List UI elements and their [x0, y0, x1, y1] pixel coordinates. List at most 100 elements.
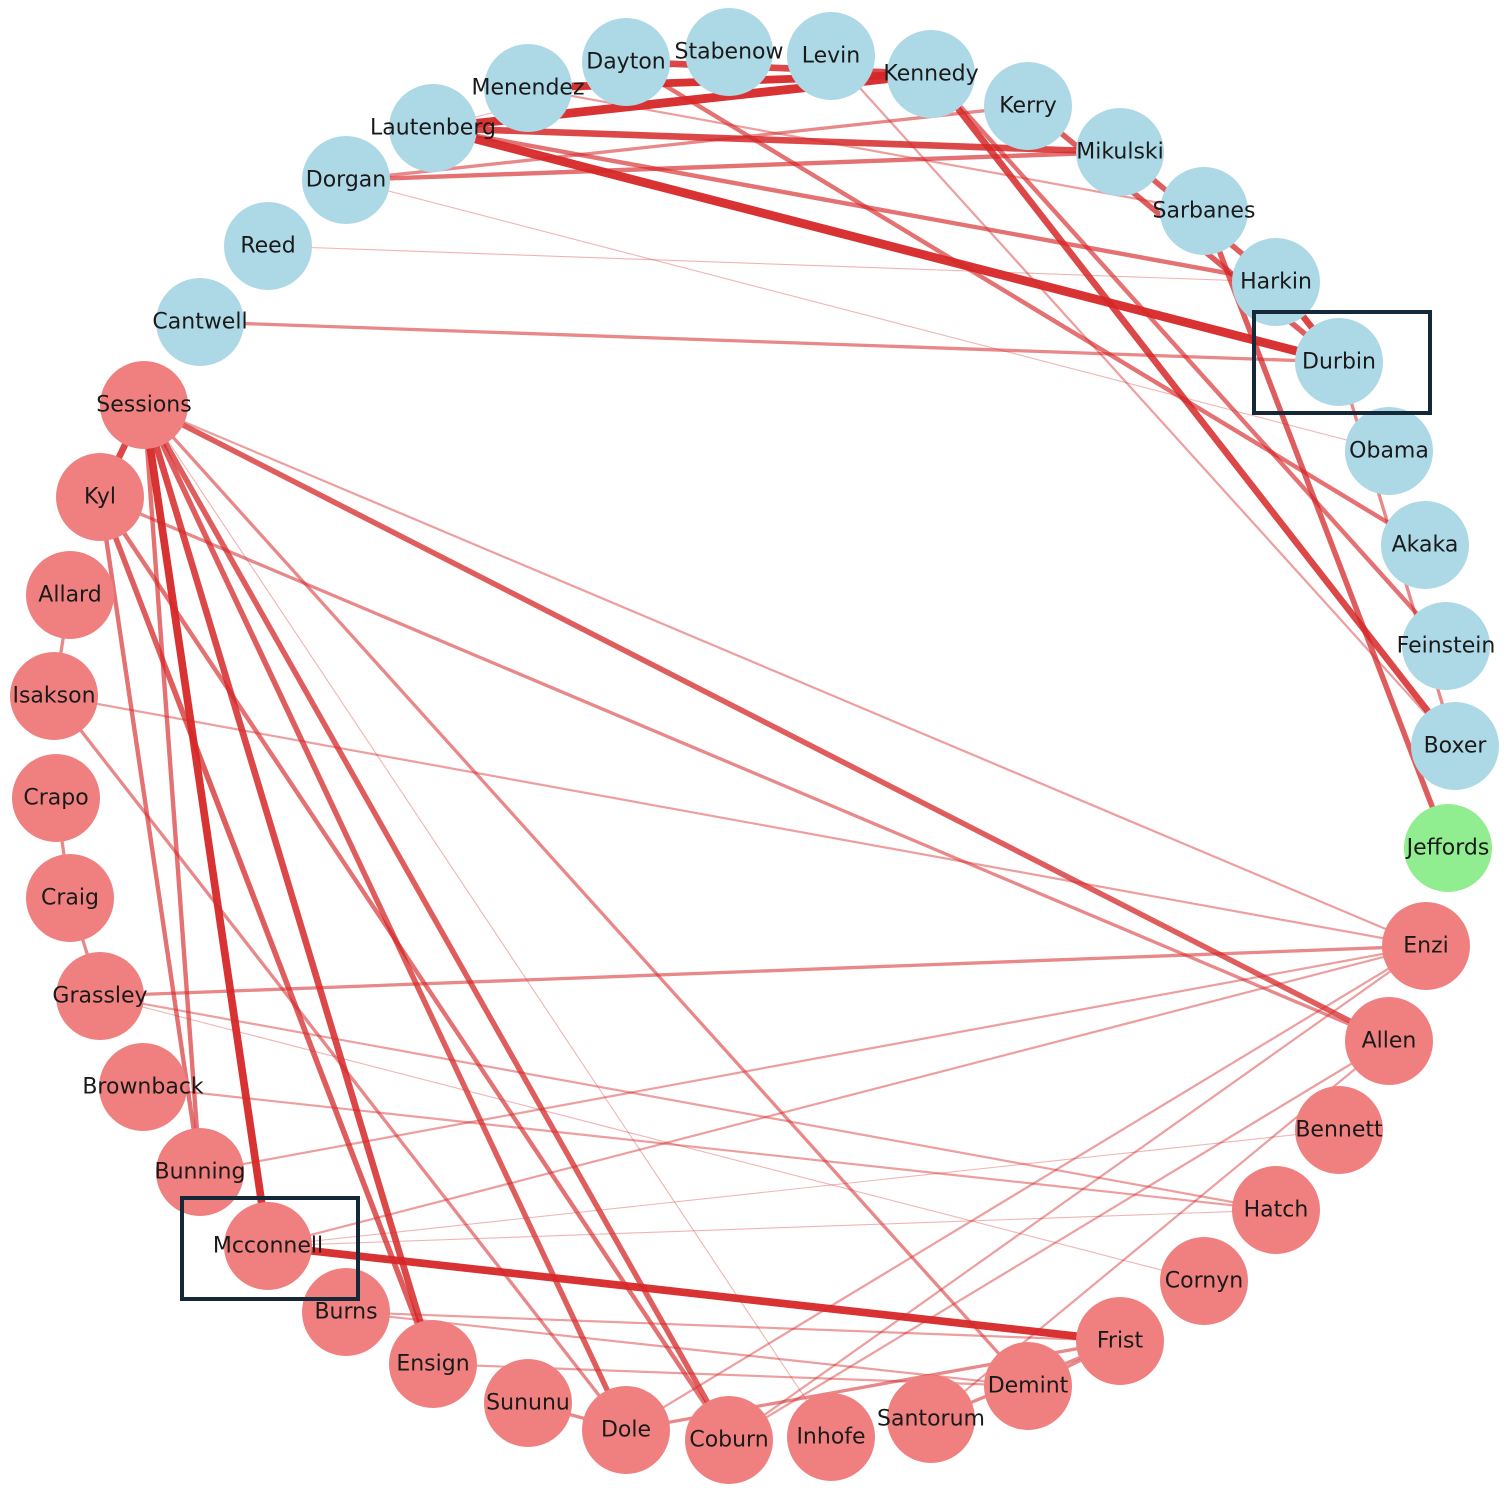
node-lautenberg[interactable]: Lautenberg: [370, 84, 496, 172]
edge-lautenberg-mikulski: [432, 124, 1121, 156]
node-jeffords[interactable]: Jeffords: [1404, 804, 1492, 892]
edge-sessions-coburn: [141, 403, 732, 1442]
node-label: Ensign: [396, 1352, 469, 1377]
edge-cornyn-grassley: [99, 995, 1205, 1282]
node-reed[interactable]: Reed: [224, 202, 312, 290]
node-dorgan[interactable]: Dorgan: [302, 136, 390, 224]
edge-sarbanes-jeffords: [1201, 210, 1451, 849]
node-mikulski[interactable]: Mikulski: [1076, 108, 1164, 196]
node-circle: [1076, 108, 1164, 196]
edge-sessions-bunning: [141, 404, 203, 1173]
node-demint[interactable]: Demint: [984, 1342, 1072, 1430]
edge-sessions-mcconnell: [140, 404, 272, 1247]
highlight-box-mcconnell: [180, 1196, 360, 1301]
node-santorum[interactable]: Santorum: [877, 1375, 985, 1463]
node-circle: [685, 1396, 773, 1484]
edge-dayton-kennedy: [625, 58, 932, 78]
node-mcconnell[interactable]: Mcconnell: [213, 1202, 323, 1290]
edge-grassley-enzi: [99, 944, 1427, 998]
edge-grassley-hatch: [99, 994, 1277, 1212]
node-label: Craig: [41, 886, 99, 911]
node-dole[interactable]: Dole: [582, 1386, 670, 1474]
node-coburn[interactable]: Coburn: [685, 1396, 773, 1484]
node-label: Bunning: [155, 1160, 246, 1185]
node-crapo[interactable]: Crapo: [12, 754, 100, 842]
node-label: Durbin: [1302, 350, 1376, 375]
node-ensign[interactable]: Ensign: [389, 1320, 477, 1408]
node-label: Kyl: [84, 485, 116, 510]
node-label: Crapo: [23, 786, 88, 811]
node-circle: [156, 278, 244, 366]
node-kennedy[interactable]: Kennedy: [883, 30, 979, 118]
node-circle: [787, 12, 875, 100]
edge-isakson-dole: [52, 694, 628, 1432]
node-circle: [26, 854, 114, 942]
node-burns[interactable]: Burns: [302, 1268, 390, 1356]
node-label: Mikulski: [1076, 140, 1164, 165]
node-enzi[interactable]: Enzi: [1382, 902, 1470, 990]
node-isakson[interactable]: Isakson: [10, 652, 98, 740]
node-label: Feinstein: [1397, 634, 1496, 659]
node-bennett[interactable]: Bennett: [1295, 1086, 1383, 1174]
node-brownback[interactable]: Brownback: [82, 1043, 204, 1131]
node-label: Levin: [802, 44, 860, 69]
node-circle: [1232, 238, 1320, 326]
edge-brownback-hatch: [142, 1085, 1277, 1212]
node-kerry[interactable]: Kerry: [984, 62, 1072, 150]
edge-mcconnell-enzi: [267, 944, 1427, 1248]
node-circle: [1232, 1166, 1320, 1254]
node-label: Burns: [314, 1300, 377, 1325]
node-grassley[interactable]: Grassley: [52, 952, 148, 1040]
node-boxer[interactable]: Boxer: [1411, 702, 1499, 790]
node-dayton[interactable]: Dayton: [582, 18, 670, 106]
node-label: Enzi: [1403, 934, 1449, 959]
node-label: Cantwell: [152, 310, 247, 335]
node-label: Cornyn: [1165, 1269, 1243, 1294]
node-akaka[interactable]: Akaka: [1381, 501, 1469, 589]
node-frist[interactable]: Frist: [1076, 1297, 1164, 1385]
edge-reed-harkin: [267, 245, 1277, 283]
node-label: Boxer: [1424, 734, 1488, 759]
node-cantwell[interactable]: Cantwell: [152, 278, 248, 366]
node-label: Stabenow: [675, 40, 784, 65]
edge-dorgan-kerry: [345, 104, 1029, 182]
edge-kyl-ensign: [97, 496, 436, 1365]
node-bunning[interactable]: Bunning: [155, 1128, 246, 1216]
node-menendez[interactable]: Menendez: [472, 44, 585, 132]
node-sessions[interactable]: Sessions: [96, 361, 192, 449]
node-allen[interactable]: Allen: [1345, 997, 1433, 1085]
edge-cantwell-durbin: [199, 320, 1340, 364]
highlight-box-durbin: [1252, 310, 1432, 415]
node-hatch[interactable]: Hatch: [1232, 1166, 1320, 1254]
node-craig[interactable]: Craig: [26, 854, 114, 942]
node-durbin[interactable]: Durbin: [1295, 318, 1383, 406]
node-feinstein[interactable]: Feinstein: [1397, 602, 1496, 690]
node-circle: [224, 1202, 312, 1290]
edge-lautenberg-durbin: [431, 123, 1341, 367]
node-circle: [582, 18, 670, 106]
node-levin[interactable]: Levin: [787, 12, 875, 100]
edge-stabenow-lautenberg: [432, 51, 730, 129]
node-kyl[interactable]: Kyl: [56, 453, 144, 541]
node-circle: [12, 754, 100, 842]
edge-sessions-enzi: [143, 403, 1427, 948]
node-label: Dorgan: [306, 168, 386, 193]
node-sununu[interactable]: Sununu: [484, 1359, 572, 1447]
edge-dayton-akaka: [624, 60, 1427, 547]
node-stabenow[interactable]: Stabenow: [675, 8, 784, 96]
node-label: Harkin: [1240, 270, 1312, 295]
node-label: Bennett: [1295, 1118, 1383, 1143]
node-inhofe[interactable]: Inhofe: [787, 1393, 875, 1481]
node-obama[interactable]: Obama: [1345, 407, 1433, 495]
node-label: Hatch: [1244, 1198, 1309, 1223]
node-circle: [1382, 902, 1470, 990]
node-circle: [1381, 501, 1469, 589]
node-label: Sununu: [486, 1391, 570, 1416]
node-harkin[interactable]: Harkin: [1232, 238, 1320, 326]
node-circle: [1160, 1237, 1248, 1325]
node-sarbanes[interactable]: Sarbanes: [1153, 167, 1256, 255]
node-circle: [1402, 602, 1490, 690]
node-cornyn[interactable]: Cornyn: [1160, 1237, 1248, 1325]
node-label: Inhofe: [796, 1425, 865, 1450]
node-allard[interactable]: Allard: [26, 551, 114, 639]
